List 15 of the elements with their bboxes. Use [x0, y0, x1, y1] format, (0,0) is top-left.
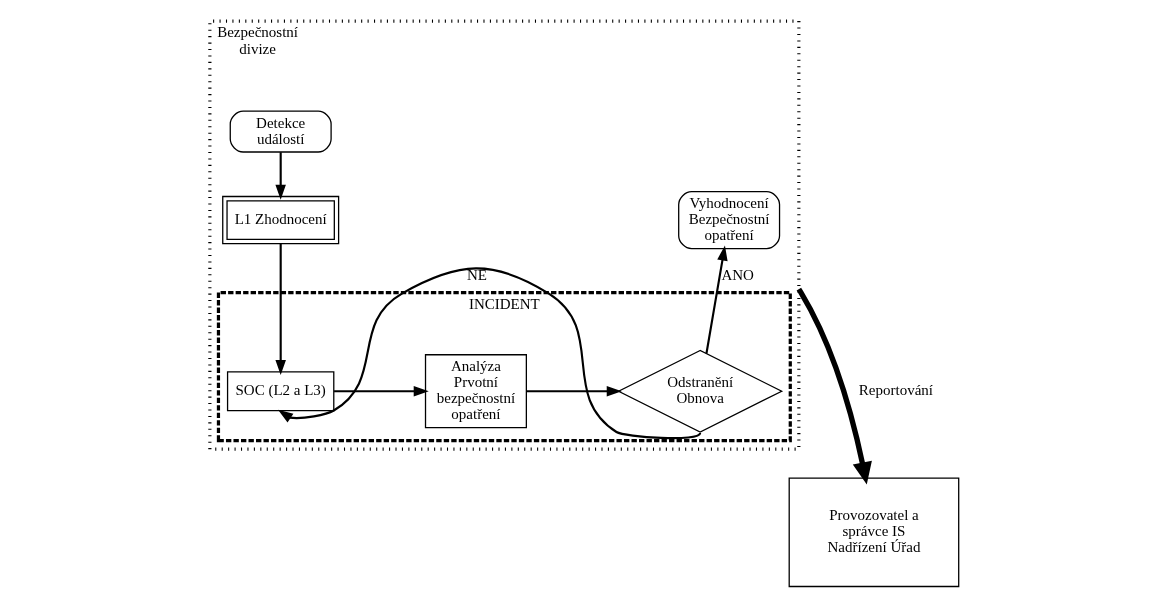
- node-box: Vyhodnocení Bezpečnostní opatření: [677, 191, 780, 250]
- arrow: [796, 287, 872, 485]
- node-box: Analýza Prvotní bezpečnostní opatření: [424, 354, 527, 429]
- arrow: [274, 152, 286, 200]
- arrow: [333, 385, 429, 397]
- edge-label: Reportování: [858, 382, 933, 399]
- arrow: [274, 243, 286, 376]
- node-box: L1 Zhodnocení: [221, 195, 339, 245]
- edge-label: NE: [466, 266, 487, 283]
- arrow: [704, 245, 728, 354]
- arrow: [526, 385, 622, 397]
- edge-label: ANO: [720, 266, 754, 283]
- node-box: SOC (L2 a L3): [226, 371, 334, 412]
- node-box: Detekce událostí: [229, 110, 332, 153]
- node-box: Provozovatel a správce IS Nadřízení Úřad: [788, 477, 959, 588]
